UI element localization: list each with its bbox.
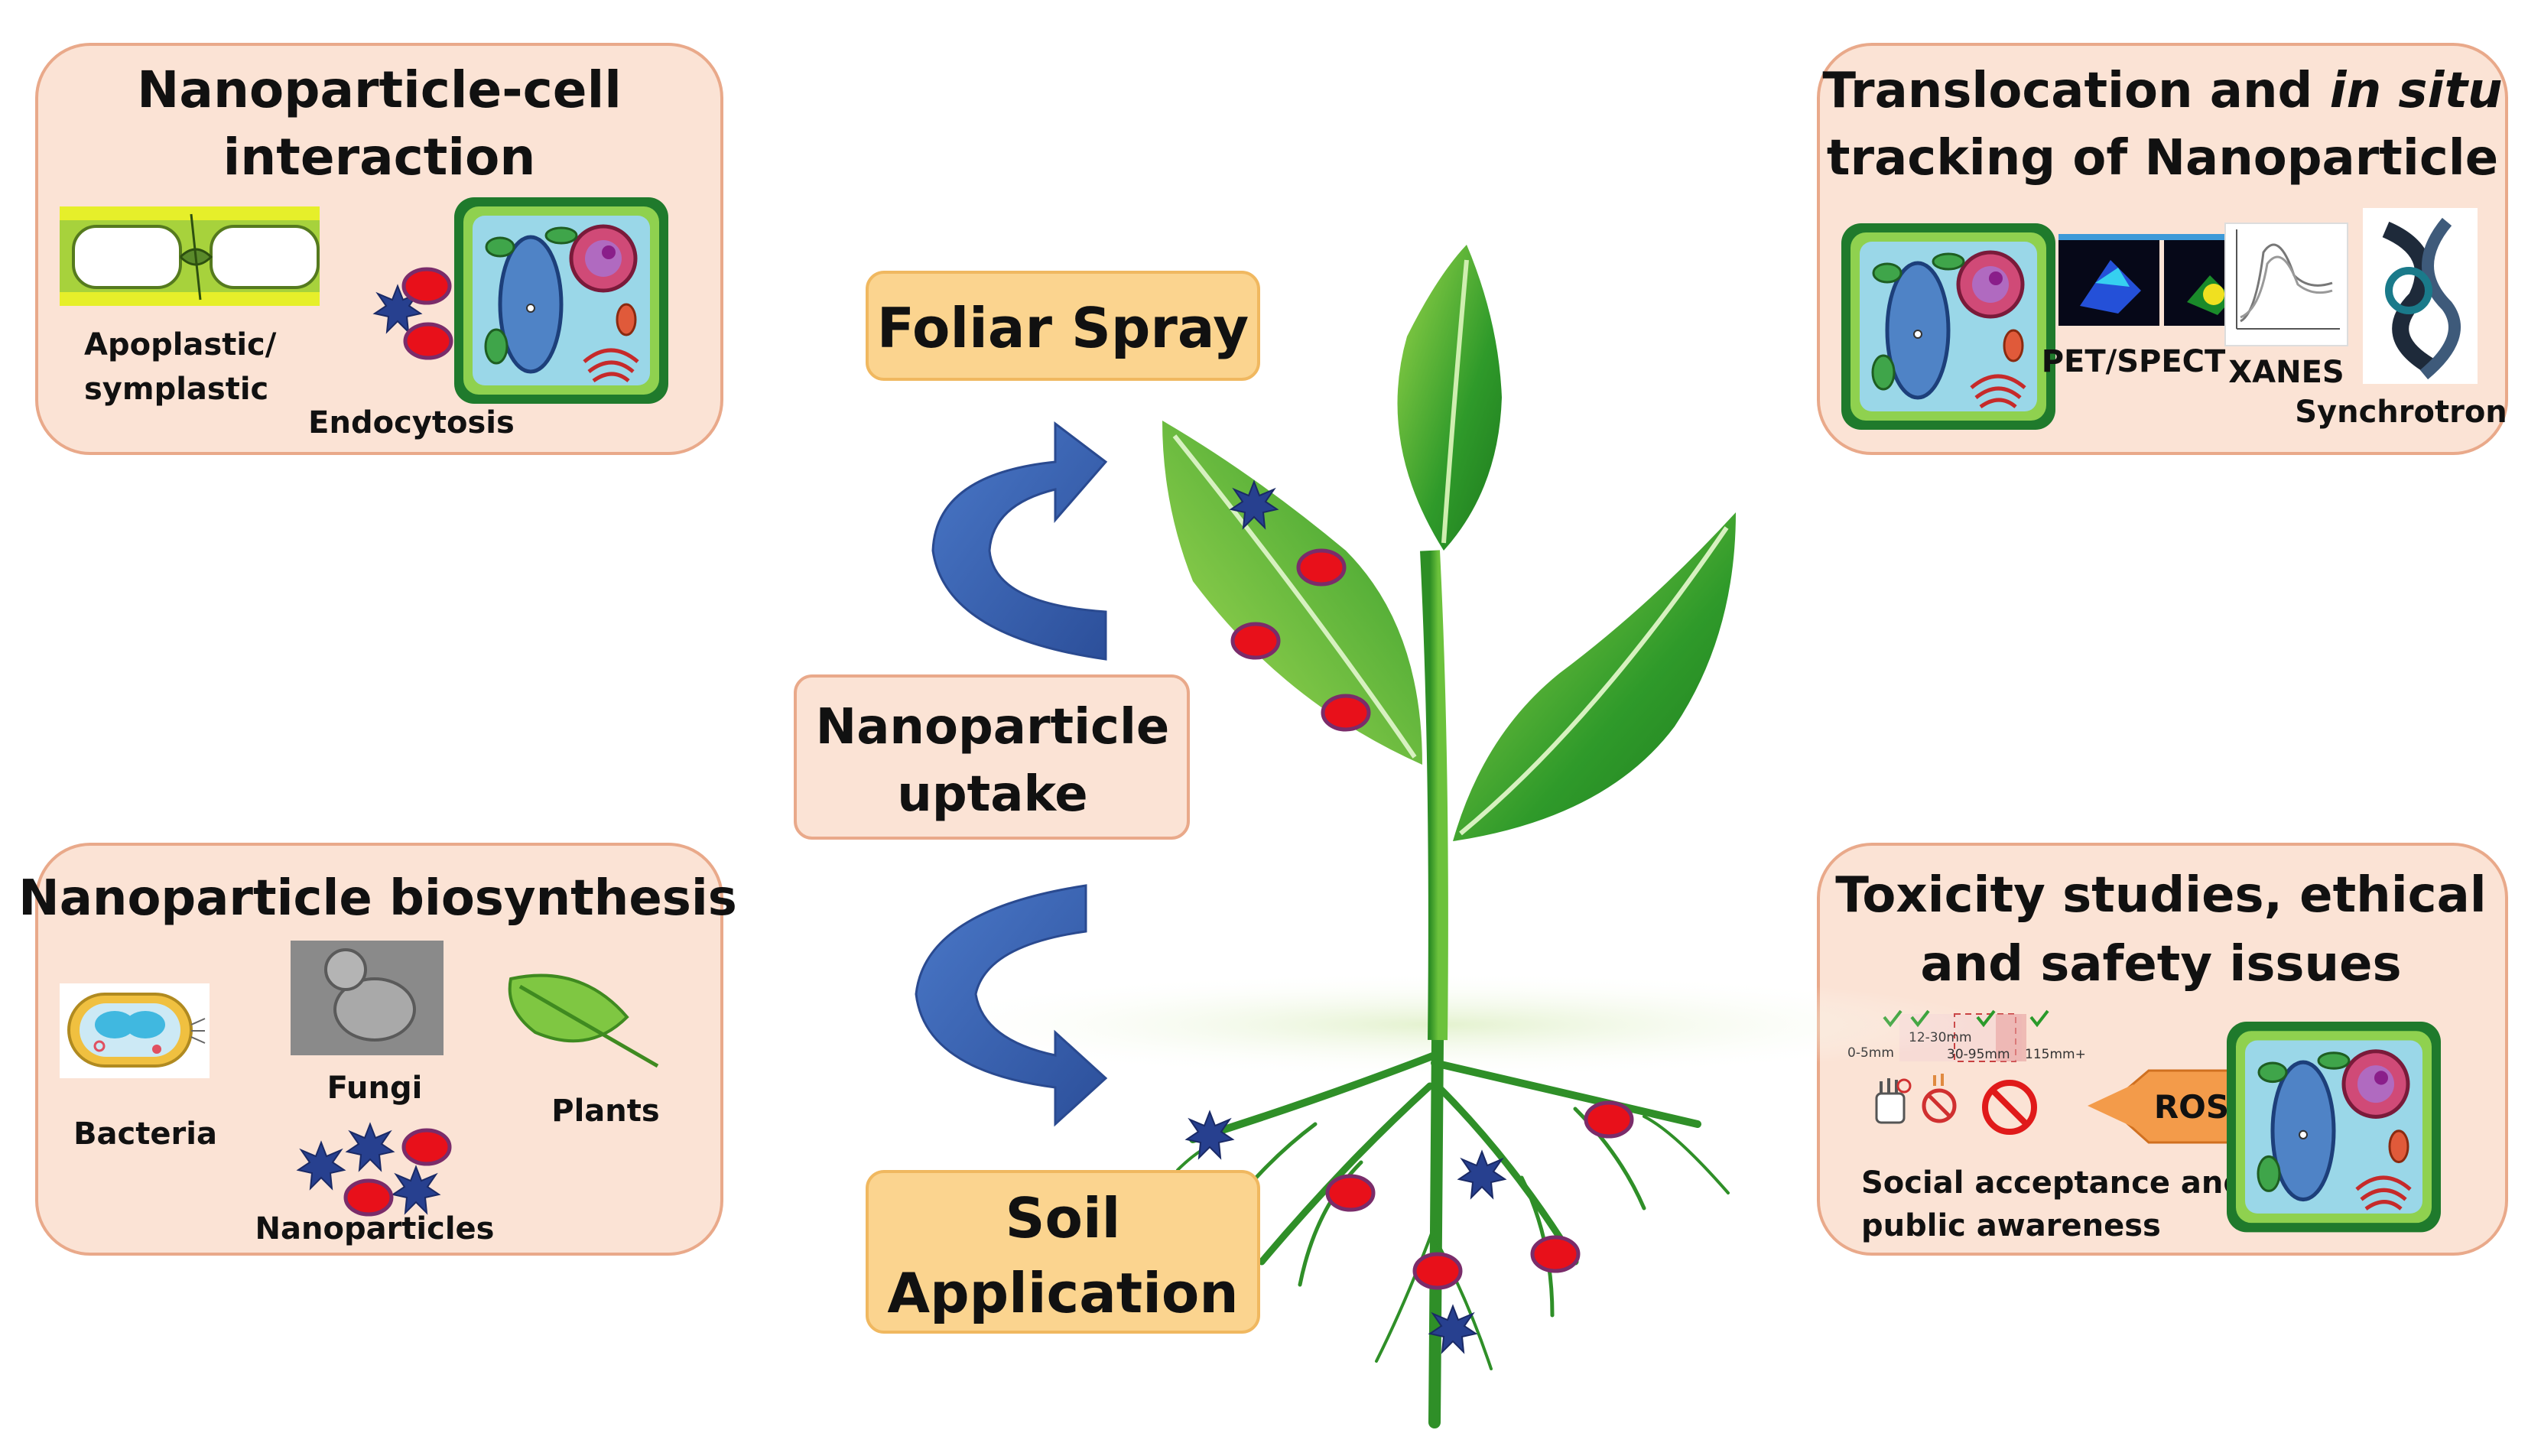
nanoparticle-red-icon (404, 269, 450, 303)
plant-cell-icon (454, 197, 668, 404)
label-social-line1: Social acceptance and (1861, 1165, 2245, 1201)
uptake-label-line1: Nanoparticle (816, 699, 1170, 756)
nanoparticle-uptake-box: Nanoparticle uptake (794, 674, 1190, 840)
downward-curved-arrow (915, 884, 1108, 1127)
label-nanoparticles: Nanoparticles (255, 1211, 495, 1246)
panel-tracking: Translocation and in situ tracking of Na… (1817, 43, 2508, 455)
label-endocytosis: Endocytosis (308, 405, 515, 440)
label-apoplastic-line2: symplastic (84, 372, 268, 407)
label-social-line2: public awareness (1861, 1208, 2161, 1243)
soil-label-line1: Soil (1006, 1186, 1121, 1250)
nanoparticle-red-icon (1532, 1237, 1578, 1271)
panel-title-line2: tracking of Nanoparticle (1827, 130, 2498, 187)
scale-label: 30-95mm (1947, 1047, 2010, 1062)
plant-illustration (1162, 245, 1736, 1428)
apoplastic-symplastic-illustration (60, 206, 320, 306)
leaf-top (1397, 245, 1502, 551)
nanoparticle-red-icon (1415, 1254, 1461, 1288)
panel-title-line2: and safety issues (1920, 936, 2401, 993)
nanoparticle-star-icon (1458, 1151, 1506, 1198)
nanoparticle-red-icon (1233, 624, 1279, 658)
foliar-spray-box: Foliar Spray (866, 271, 1260, 381)
synchrotron-image (2363, 208, 2478, 384)
plant-stem (1420, 550, 1448, 1041)
xanes-spectrum-image (2224, 223, 2348, 346)
fungi-icon (291, 941, 444, 1055)
leaf-icon (508, 973, 659, 1068)
label-apoplastic-line1: Apoplastic/ (84, 327, 277, 362)
hand-icon (1875, 1078, 1912, 1124)
nanoparticle-red-icon (405, 324, 451, 358)
nanoparticle-red-icon (1323, 696, 1369, 730)
uptake-label-line2: uptake (897, 766, 1087, 823)
label-pet-spect: PET/SPECT (2042, 344, 2226, 379)
panel-cell-interaction: Nanoparticle-cell interaction Apoplastic… (35, 43, 723, 455)
scale-label: 115mm+ (2025, 1047, 2086, 1062)
label-ros: ROS (2154, 1088, 2229, 1126)
nanoparticle-red-icon (1586, 1103, 1632, 1136)
upward-curved-arrow (931, 421, 1108, 661)
panel-title-line2: interaction (223, 128, 536, 187)
plant-cell-icon (1841, 223, 2055, 430)
label-plants: Plants (551, 1094, 659, 1129)
label-fungi: Fungi (327, 1071, 423, 1106)
panel-title-line1: Nanoparticle-cell (137, 60, 622, 119)
label-xanes: XANES (2228, 355, 2344, 390)
leaf-right (1453, 512, 1736, 841)
panel-title: Nanoparticle biosynthesis (18, 870, 737, 927)
nanoparticle-red-icon (1327, 1176, 1373, 1210)
soil-label-line2: Application (887, 1261, 1238, 1325)
plant-cell-icon (2227, 1022, 2441, 1232)
panel-title-line1: Toxicity studies, ethical (1835, 867, 2486, 924)
prohibited-icon (1982, 1080, 2037, 1135)
label-synchrotron: Synchrotron (2295, 395, 2507, 430)
nanoparticle-star-icon (1186, 1111, 1233, 1159)
label-bacteria: Bacteria (73, 1116, 217, 1152)
bacteria-icon (60, 983, 210, 1078)
no-touch-icon (1922, 1074, 1957, 1123)
panel-biosynthesis: Nanoparticle biosynthesis Bacteria Fungi… (18, 843, 737, 1256)
soil-application-box: Soil Application (866, 1170, 1260, 1334)
panel-title-line1: Translocation and in situ (1822, 63, 2502, 119)
nanoparticle-red-icon (1298, 551, 1344, 584)
foliar-spray-label: Foliar Spray (877, 296, 1249, 360)
